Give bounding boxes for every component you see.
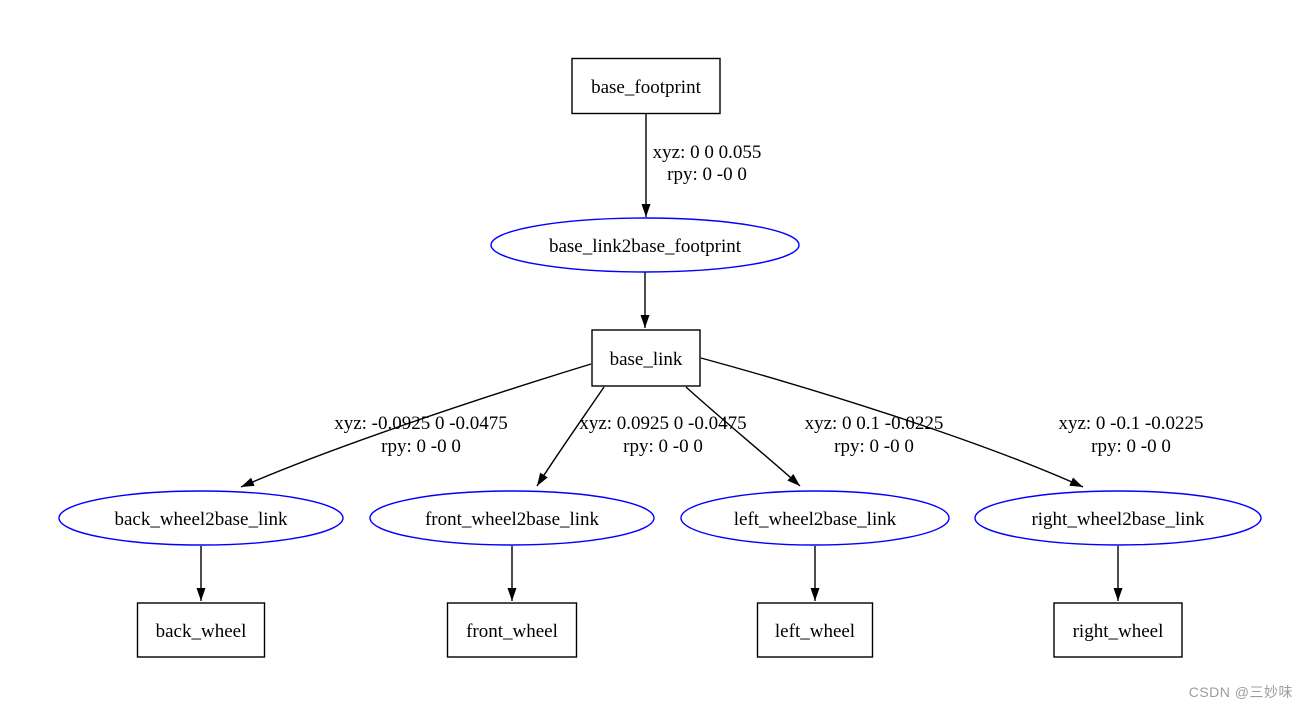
- edge-label-line: rpy: 0 -0 0: [1091, 436, 1171, 457]
- nodes-layer: base_footprint base_link2base_footprintba…: [58, 57, 1262, 658]
- node-label: back_wheel: [156, 621, 247, 642]
- node-front_wheel2base_link: front_wheel2base_link: [369, 490, 655, 546]
- link-box: [571, 57, 721, 115]
- joint-ellipse: [58, 490, 344, 546]
- edge-label-line: rpy: 0 -0 0: [381, 436, 461, 457]
- joint-ellipse: [974, 490, 1262, 546]
- joint-ellipse: [369, 490, 655, 546]
- node-base_link2base_footprint: base_link2base_footprint: [490, 217, 800, 273]
- joint-ellipse: [490, 217, 800, 273]
- edge-arrow: [685, 386, 801, 487]
- node-base_link: base_link: [591, 329, 701, 387]
- edge-arrow: [240, 363, 592, 488]
- edge-label-line: rpy: 0 -0 0: [623, 436, 703, 457]
- node-right_wheel: right_wheel: [1053, 602, 1183, 658]
- node-left_wheel2base_link: left_wheel2base_link: [680, 490, 950, 546]
- link-box: [446, 602, 578, 658]
- link-box: [1053, 602, 1183, 658]
- joint-ellipse: [680, 490, 950, 546]
- link-box: [591, 329, 701, 387]
- node-label: left_wheel2base_link: [734, 509, 897, 530]
- edge-label-line: xyz: 0 -0.1 -0.0225: [1058, 413, 1203, 434]
- node-right_wheel2base_link: right_wheel2base_link: [974, 490, 1262, 546]
- node-back_wheel: back_wheel: [136, 602, 266, 658]
- node-label: base_footprint: [591, 77, 701, 98]
- node-base_footprint: base_footprint: [571, 57, 721, 115]
- edge-arrow: [700, 357, 1084, 488]
- edge-label-line: rpy: 0 -0 0: [667, 164, 747, 185]
- node-label: front_wheel: [466, 621, 558, 642]
- edge-label-line: xyz: 0.0925 0 -0.0475: [579, 413, 746, 434]
- node-label: right_wheel2base_link: [1031, 509, 1205, 530]
- watermark: CSDN @三妙味: [1188, 684, 1293, 700]
- node-label: left_wheel: [775, 621, 855, 642]
- node-label: front_wheel2base_link: [425, 509, 600, 530]
- edge-label-line: xyz: -0.0925 0 -0.0475: [334, 413, 508, 434]
- node-label: base_link2base_footprint: [549, 236, 742, 257]
- link-box: [756, 602, 874, 658]
- link-box: [136, 602, 266, 658]
- node-front_wheel: front_wheel: [446, 602, 578, 658]
- node-label: base_link: [610, 349, 683, 370]
- edge-label-line: xyz: 0 0 0.055: [653, 142, 762, 163]
- node-label: back_wheel2base_link: [114, 509, 288, 530]
- edge-label-line: rpy: 0 -0 0: [834, 436, 914, 457]
- edge-label-line: xyz: 0 0.1 -0.0225: [805, 413, 944, 434]
- node-back_wheel2base_link: back_wheel2base_link: [58, 490, 344, 546]
- node-left_wheel: left_wheel: [756, 602, 874, 658]
- edge-arrow: [536, 386, 605, 487]
- node-label: right_wheel: [1073, 621, 1164, 642]
